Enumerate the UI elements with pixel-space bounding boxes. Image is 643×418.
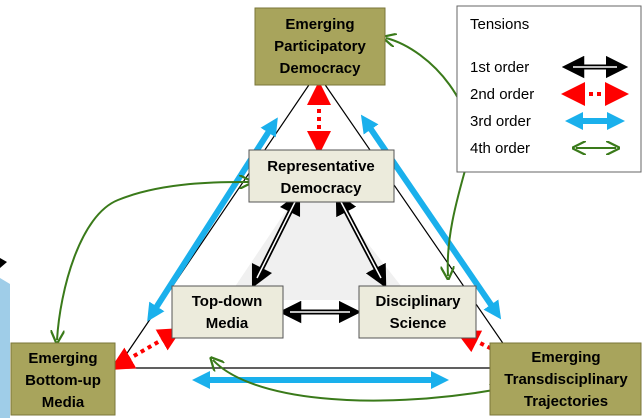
svg-text:Science: Science <box>390 315 447 332</box>
legend: Tensions 1st order 2nd order 3rd order 4… <box>456 5 642 173</box>
edge-fragment <box>0 278 10 418</box>
tension-arrow-4th <box>213 360 500 402</box>
tension-arrow-2nd <box>455 330 533 370</box>
svg-text:Disciplinary: Disciplinary <box>375 293 461 310</box>
svg-text:Top-down: Top-down <box>192 293 263 310</box>
svg-text:Participatory: Participatory <box>274 38 366 55</box>
svg-text:Media: Media <box>206 315 249 332</box>
node-representative-democracy: Representative Democracy <box>248 149 395 203</box>
svg-text:Trajectories: Trajectories <box>524 393 608 410</box>
tension-arrow-1st <box>335 192 387 288</box>
svg-text:Bottom-up: Bottom-up <box>25 372 101 389</box>
svg-text:Emerging: Emerging <box>285 16 354 33</box>
first-order-arrows <box>251 191 387 324</box>
edge-fragment <box>0 258 7 268</box>
legend-label-2nd: 2nd order <box>470 86 534 103</box>
svg-text:Transdisciplinary: Transdisciplinary <box>504 371 628 388</box>
node-emerging-bottom-up-media: Emerging Bottom-up Media <box>10 342 116 416</box>
legend-label-4th: 4th order <box>470 140 530 157</box>
node-top-down-media: Top-down Media <box>171 285 284 339</box>
legend-title: Tensions <box>470 16 529 33</box>
svg-text:Emerging: Emerging <box>531 349 600 366</box>
legend-label-1st: 1st order <box>470 59 529 76</box>
node-disciplinary-science: Disciplinary Science <box>358 285 477 339</box>
node-emerging-transdisciplinary-trajectories: Emerging Transdisciplinary Trajectories <box>489 342 642 416</box>
tension-arrow-1st <box>251 191 301 289</box>
svg-text:Democracy: Democracy <box>281 180 363 197</box>
svg-text:Democracy: Democracy <box>280 60 362 77</box>
tension-arrow-4th <box>57 182 249 340</box>
svg-text:Representative: Representative <box>267 158 375 175</box>
legend-label-3rd: 3rd order <box>470 113 531 130</box>
svg-text:Emerging: Emerging <box>28 350 97 367</box>
tension-arrow-2nd <box>109 328 183 370</box>
node-emerging-participatory-democracy: Emerging Participatory Democracy <box>254 7 386 86</box>
svg-text:Media: Media <box>42 394 85 411</box>
